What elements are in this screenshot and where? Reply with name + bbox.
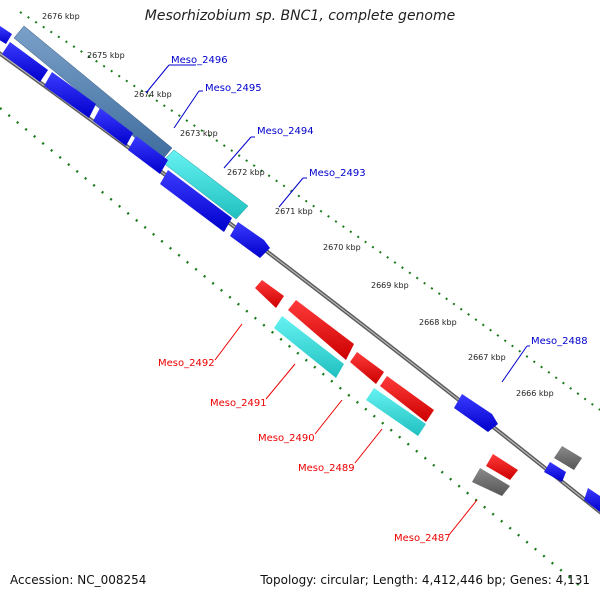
- backbone: [0, 51, 600, 515]
- genome-title: Mesorhizobium sp. BNC1, complete genome: [144, 8, 456, 24]
- kbp-label: 2668 kbp: [419, 318, 457, 327]
- reverse-label-leaders: [214, 323, 478, 536]
- gene-meso-2495[interactable]: [161, 149, 249, 220]
- gene-meso-2494[interactable]: [160, 170, 232, 232]
- gene-meso-2487[interactable]: [472, 468, 510, 496]
- kbp-label: 2676 kbp: [42, 12, 80, 21]
- gene-label[interactable]: Meso_2492: [158, 358, 215, 369]
- kbp-label: 2672 kbp: [227, 168, 265, 177]
- kbp-label: 2674 kbp: [134, 90, 172, 99]
- gene-meso-2490[interactable]: [288, 300, 354, 360]
- kbp-label: 2670 kbp: [323, 243, 361, 252]
- gene-label[interactable]: Meso_2494: [257, 126, 314, 137]
- gene-label[interactable]: Meso_2490: [258, 433, 315, 444]
- gene-red[interactable]: [486, 454, 518, 480]
- gene-arrow[interactable]: [0, 26, 12, 44]
- kbp-label: 2667 kbp: [468, 353, 506, 362]
- kbp-label: 2671 kbp: [275, 207, 313, 216]
- gene-arrow[interactable]: [128, 136, 168, 174]
- gene-cyan[interactable]: [366, 388, 426, 436]
- forward-label-leaders: [145, 64, 530, 383]
- gene-meso-2488[interactable]: [454, 394, 498, 432]
- kbp-label: 2675 kbp: [87, 51, 125, 60]
- reverse-features: [255, 280, 518, 496]
- gene-arrow[interactable]: [93, 108, 133, 146]
- gene-label[interactable]: Meso_2487: [394, 533, 451, 544]
- forward-features: [0, 25, 600, 512]
- gene-label[interactable]: Meso_2491: [210, 398, 267, 409]
- gene-meso-2493[interactable]: [230, 222, 270, 258]
- gene-arrow[interactable]: [584, 488, 600, 512]
- gene-meso-2491[interactable]: [274, 316, 344, 378]
- gene-label[interactable]: Meso_2496: [171, 55, 228, 66]
- gene-red[interactable]: [350, 352, 384, 384]
- kbp-label: 2669 kbp: [371, 281, 409, 290]
- kbp-label: 2666 kbp: [516, 389, 554, 398]
- accession-text: Accession: NC_008254: [10, 573, 147, 587]
- kbp-label: 2673 kbp: [180, 129, 218, 138]
- gene-arrow[interactable]: [2, 42, 48, 82]
- reverse-gene-labels: Meso_2492 Meso_2491 Meso_2490 Meso_2489 …: [158, 358, 451, 544]
- inner-tick-ring: [0, 107, 586, 591]
- gene-arrow[interactable]: [544, 462, 566, 482]
- gene-meso-2489[interactable]: [380, 376, 434, 422]
- gene-arrow[interactable]: [44, 72, 96, 118]
- genome-summary-text: Topology: circular; Length: 4,412,446 bp…: [260, 573, 590, 587]
- gene-gray[interactable]: [554, 446, 582, 470]
- kbp-scale: 2676 kbp 2675 kbp 2674 kbp 2673 kbp 2672…: [42, 12, 554, 398]
- gene-label[interactable]: Meso_2493: [309, 168, 366, 179]
- forward-gene-labels: Meso_2496 Meso_2495 Meso_2494 Meso_2493 …: [171, 55, 588, 347]
- gene-label[interactable]: Meso_2495: [205, 83, 262, 94]
- gene-meso-2492[interactable]: [255, 280, 284, 308]
- gene-label[interactable]: Meso_2488: [531, 336, 588, 347]
- gene-label[interactable]: Meso_2489: [298, 463, 355, 474]
